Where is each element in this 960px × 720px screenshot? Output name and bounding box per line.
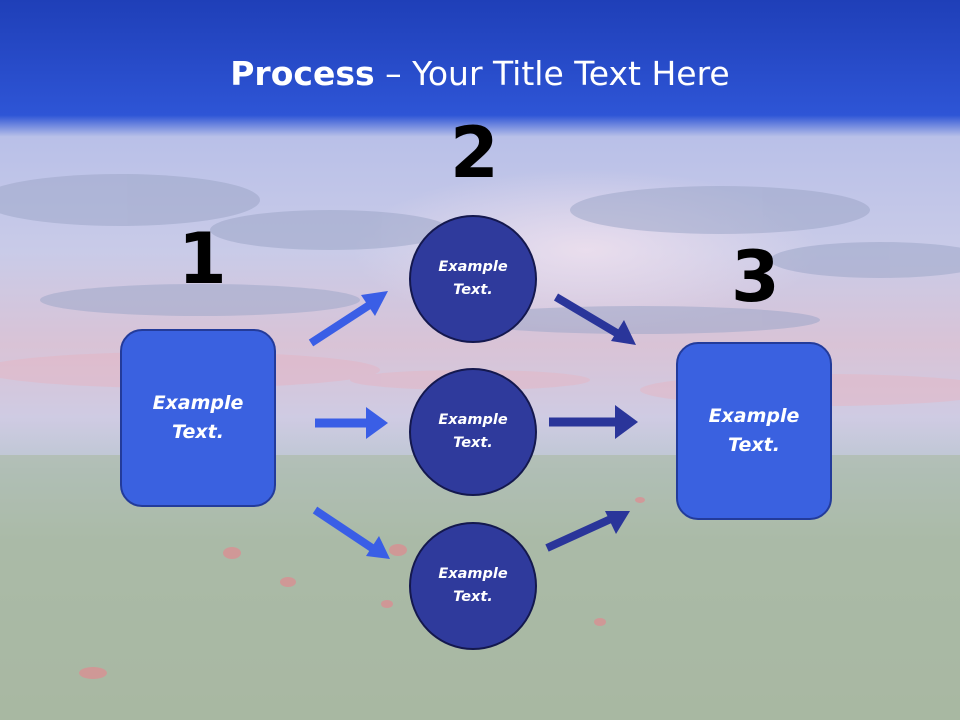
arrow-left-to-bottom <box>312 506 390 559</box>
arrow-left-to-top <box>308 291 388 347</box>
circle-bottom-text: Example Text. <box>438 566 508 605</box>
arrow-top-to-right <box>553 293 636 345</box>
slide-title: Process – Your Title Text Here <box>0 52 960 96</box>
arrow-bottom-to-right <box>545 511 630 552</box>
process-circle-top: Example Text. <box>409 215 537 343</box>
right-process-box: Example Text. <box>676 342 832 520</box>
title-bold-part: Process <box>230 54 375 93</box>
step-number-2: 2 <box>450 112 499 194</box>
process-circle-bottom: Example Text. <box>409 522 537 650</box>
right-box-text: Example Text. <box>708 405 800 456</box>
circle-top-text: Example Text. <box>438 259 508 298</box>
arrow-left-to-middle <box>315 407 388 439</box>
step-number-1: 1 <box>178 218 227 300</box>
process-circle-middle: Example Text. <box>409 368 537 496</box>
circle-middle-text: Example Text. <box>438 412 508 451</box>
title-rest-part: – Your Title Text Here <box>374 54 730 93</box>
left-process-box: Example Text. <box>120 329 276 507</box>
arrow-middle-to-right <box>549 405 638 439</box>
step-number-3: 3 <box>731 236 780 318</box>
left-box-text: Example Text. <box>152 392 244 443</box>
